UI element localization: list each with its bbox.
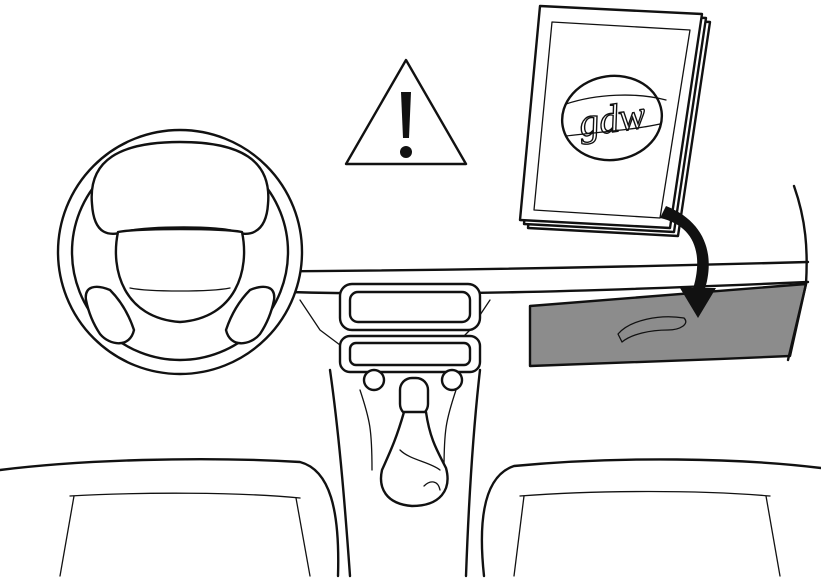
gear-shift-lever xyxy=(381,378,447,506)
control-knob-right xyxy=(442,370,462,390)
seat-left xyxy=(0,459,338,576)
manual-logo-text: gdw xyxy=(576,92,649,146)
air-vent-upper xyxy=(340,284,480,330)
glovebox xyxy=(530,284,806,366)
owners-manual-book: gdw xyxy=(520,6,710,236)
seat-right xyxy=(482,459,821,576)
control-knob-left xyxy=(364,370,384,390)
warning-triangle-icon xyxy=(346,60,466,164)
air-vent-lower xyxy=(340,336,480,372)
steering-wheel xyxy=(58,130,302,374)
